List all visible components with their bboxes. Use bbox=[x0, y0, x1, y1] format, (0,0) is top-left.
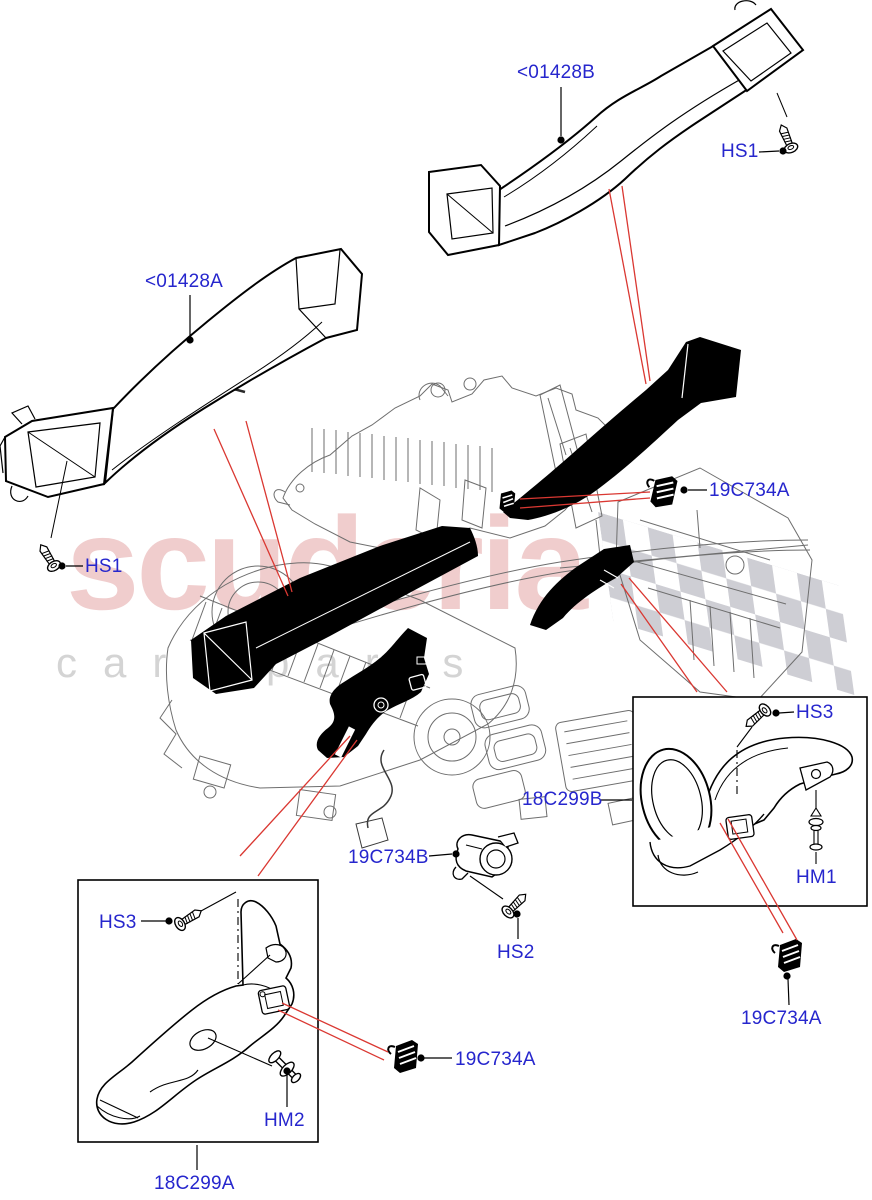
checkered-flag-watermark bbox=[598, 512, 855, 695]
clip-19c734a-bottom-right-glyph bbox=[771, 938, 803, 973]
installed-duct-upper-right bbox=[503, 337, 741, 520]
installed-duct-center bbox=[316, 628, 429, 758]
part-label-hs2: HS2 bbox=[497, 942, 535, 963]
part-label-19c734a-bottom-right: 19C734A bbox=[741, 1008, 822, 1029]
part-label-19c734a-bottom-mid: 19C734A bbox=[455, 1049, 536, 1070]
installed-duct-right bbox=[530, 545, 634, 630]
part-label-hs1-left: HS1 bbox=[85, 556, 123, 577]
clip-19c734a-mid-glyph bbox=[642, 471, 680, 511]
leader-lines bbox=[58, 87, 795, 1170]
part-label-18c299a: 18C299A bbox=[154, 1173, 235, 1194]
part-label-18c299b: 18C299B bbox=[522, 789, 603, 810]
duct-01428b-drawing bbox=[428, 0, 805, 257]
installed-clip-on-housing bbox=[499, 490, 516, 512]
installed-ducts-drawing bbox=[191, 337, 741, 758]
hs1-screw-top-glyph bbox=[774, 121, 800, 156]
part-label-19c734b: 19C734B bbox=[348, 847, 429, 868]
part-label-19c734a-mid: 19C734A bbox=[709, 480, 790, 501]
part-label-hm2: HM2 bbox=[264, 1110, 305, 1131]
sensor-19c734b-glyph bbox=[452, 832, 519, 880]
part-18c299b-drawing bbox=[639, 726, 854, 876]
installed-duct-mid-left bbox=[191, 526, 478, 694]
red-reference-lines bbox=[213, 185, 798, 1061]
part-label-01428b: <01428B bbox=[517, 62, 596, 83]
part-label-hm1: HM1 bbox=[796, 867, 837, 888]
hs1-screw-left-glyph bbox=[34, 540, 64, 575]
part-label-hs3-left: HS3 bbox=[99, 912, 137, 933]
part-label-01428a: <01428A bbox=[145, 271, 224, 292]
part-label-hs1-top: HS1 bbox=[721, 141, 759, 162]
part-label-hs3-right: HS3 bbox=[796, 702, 834, 723]
clip-19c734a-bottom-mid-glyph bbox=[387, 1039, 419, 1074]
part-18c299a-drawing bbox=[96, 891, 295, 1125]
duct-01428a-drawing bbox=[0, 247, 364, 539]
